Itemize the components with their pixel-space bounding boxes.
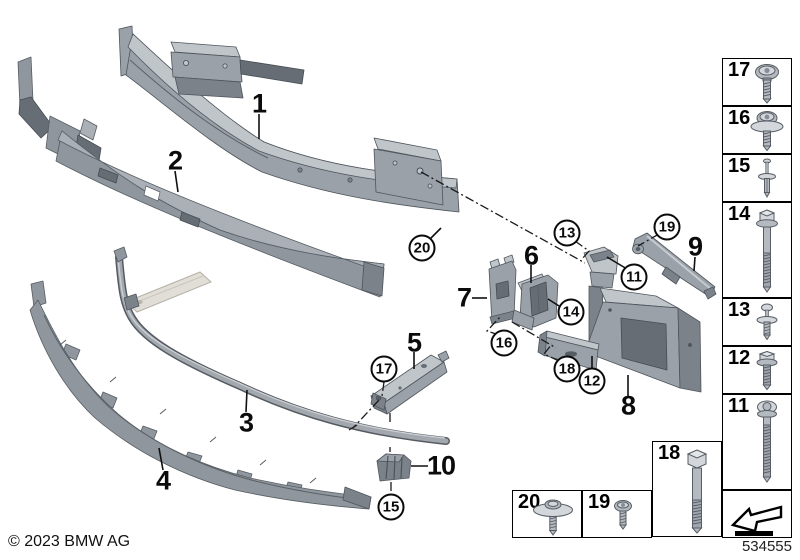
legend-box-14[interactable]: 14 (722, 202, 792, 298)
part-10-spacer-drawing (376, 453, 412, 482)
expansion-rivet-icon (756, 303, 778, 341)
pan-head-screw-icon (755, 64, 779, 104)
legend-number: 16 (728, 107, 751, 129)
part-callout-8[interactable]: 8 (620, 390, 636, 421)
legend-number: 13 (728, 299, 751, 321)
part-1-carrier-drawing (118, 25, 460, 213)
hex-bolt-long-2-icon (757, 400, 777, 483)
fastener-callout-17[interactable]: 17 (370, 355, 398, 383)
part-callout-5[interactable]: 5 (406, 327, 422, 358)
legend-box-12[interactable]: 12 (722, 346, 792, 394)
legend-number: 12 (728, 347, 751, 369)
fastener-callout-15[interactable]: 15 (377, 493, 405, 521)
fastener-callout-19[interactable]: 19 (653, 213, 681, 241)
legend-box-19[interactable]: 19 (582, 490, 652, 538)
fastener-callout-16[interactable]: 16 (490, 329, 518, 357)
legend-number: 17 (728, 59, 751, 81)
part-callout-6[interactable]: 6 (523, 240, 539, 271)
copyright-text: © 2023 BMW AG (8, 533, 131, 550)
legend-box-16[interactable]: 16 (722, 106, 792, 154)
legend-nav-arrow[interactable] (722, 490, 792, 538)
hex-bolt-short-icon (756, 350, 778, 391)
part-3-tube-drawing (113, 246, 450, 445)
part-callout-1[interactable]: 1 (251, 88, 267, 119)
legend-box-11[interactable]: 11 (722, 394, 792, 490)
part-8-mount-drawing (537, 246, 702, 393)
page-arrow-icon (730, 505, 783, 536)
part-4-lower-absorber-drawing (29, 280, 372, 510)
pan-head-screw-small-icon (614, 500, 632, 530)
legend-number: 18 (658, 442, 681, 464)
legend-box-20[interactable]: 20 (512, 490, 582, 538)
legend-number: 11 (728, 395, 750, 417)
part-callout-7[interactable]: 7 (456, 282, 472, 313)
fastener-callout-13[interactable]: 13 (553, 219, 581, 247)
part-2-absorber-drawing (17, 56, 385, 298)
part-callout-3[interactable]: 3 (238, 407, 254, 438)
hex-bolt-xl-icon (686, 449, 708, 534)
legend-box-18[interactable]: 18 (652, 441, 722, 537)
assembly-axes (348, 171, 660, 493)
fastener-callout-12[interactable]: 12 (578, 367, 606, 395)
part-callout-4[interactable]: 4 (155, 465, 171, 496)
fastener-callout-11[interactable]: 11 (620, 263, 648, 291)
legend-box-15[interactable]: 15 (722, 154, 792, 202)
legend-box-17[interactable]: 17 (722, 58, 792, 106)
washer-screw-large-icon (533, 499, 573, 536)
part-callout-2[interactable]: 2 (167, 145, 183, 176)
fastener-callout-14[interactable]: 14 (557, 298, 585, 326)
part-callout-10[interactable]: 10 (426, 450, 456, 481)
ghost-bracket-drawing (123, 271, 212, 313)
legend-number: 15 (728, 155, 751, 177)
part-9-brace-drawing (632, 232, 717, 300)
fastener-callout-18[interactable]: 18 (553, 355, 581, 383)
part-callout-9[interactable]: 9 (687, 231, 703, 262)
hex-bolt-long-icon (756, 209, 778, 293)
expansion-rivet-long-icon (758, 158, 776, 199)
legend-number: 19 (588, 491, 611, 513)
fastener-callout-20[interactable]: 20 (408, 234, 436, 262)
part-7-bracket-drawing (488, 254, 517, 325)
washer-screw-icon (750, 111, 784, 152)
legend-box-13[interactable]: 13 (722, 298, 792, 346)
legend-number: 14 (728, 203, 751, 225)
diagram-number: 534555 (741, 538, 792, 555)
part-5-bar-drawing (370, 350, 450, 415)
part-6-channel-drawing (511, 273, 559, 331)
